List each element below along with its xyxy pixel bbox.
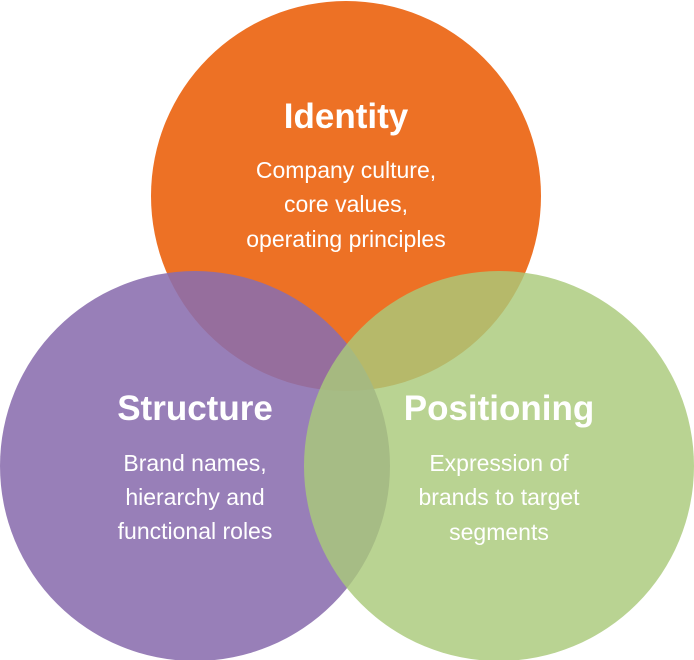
- positioning-title: Positioning: [404, 389, 595, 428]
- identity-title: Identity: [284, 97, 409, 136]
- positioning-line-2: brands to target: [418, 484, 580, 510]
- structure-title: Structure: [117, 389, 273, 428]
- identity-line-1: Company culture,: [256, 157, 436, 183]
- identity-line-2: core values,: [284, 191, 408, 217]
- positioning-line-1: Expression of: [429, 450, 569, 476]
- structure-line-2: hierarchy and: [125, 484, 264, 510]
- positioning-line-3: segments: [449, 519, 549, 545]
- structure-line-1: Brand names,: [123, 450, 266, 476]
- structure-line-3: functional roles: [118, 518, 273, 544]
- positioning-circle: [304, 271, 694, 660]
- structure-circle: [0, 271, 390, 660]
- identity-line-3: operating principles: [246, 226, 445, 252]
